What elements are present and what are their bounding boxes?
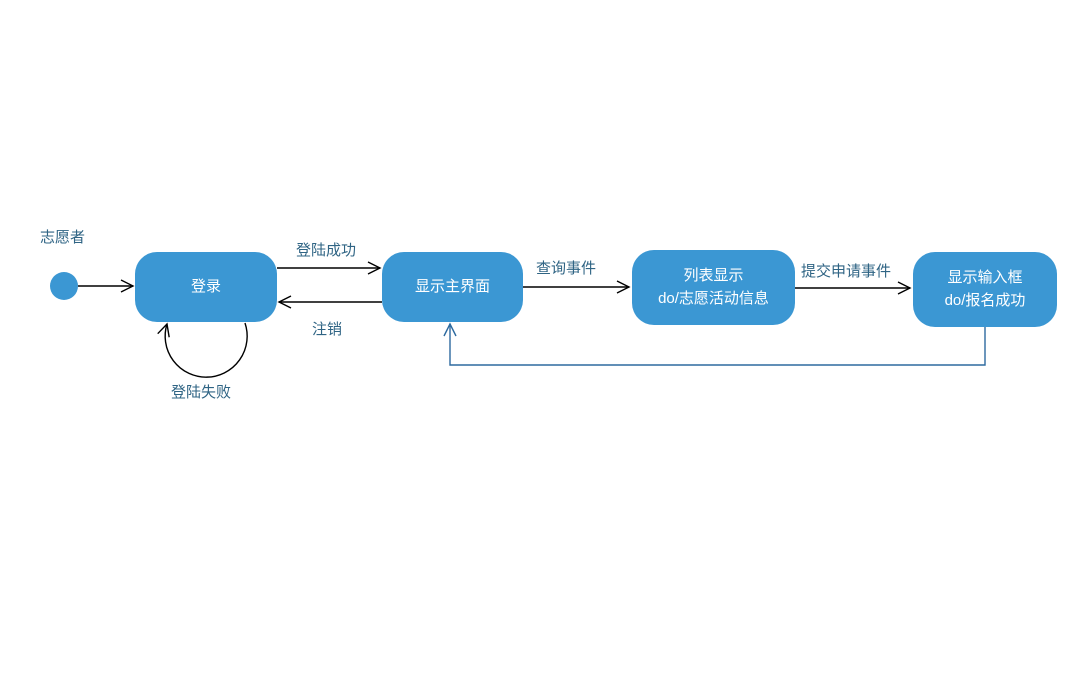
transition-label-query-event: 查询事件 [536, 260, 597, 277]
state-node-login[interactable]: 登录 [135, 252, 277, 322]
state-label-line2: do/志愿活动信息 [658, 289, 769, 307]
state-node-main-screen[interactable]: 显示主界面 [382, 252, 523, 322]
state-label: 显示主界面 [414, 277, 490, 295]
transition-label-login-success: 登陆成功 [296, 242, 357, 259]
transition-login-self-loop [157, 322, 248, 378]
initial-state-dot[interactable] [50, 272, 78, 300]
transition-label-logout: 注销 [312, 321, 343, 338]
transition-label-submit-apply-event: 提交申请事件 [801, 263, 892, 280]
state-node-input-box[interactable]: 显示输入框 do/报名成功 [913, 252, 1057, 327]
actor-label: 志愿者 [40, 229, 86, 246]
state-label-line1: 列表显示 [683, 267, 744, 284]
transition-input-return-to-main [443, 322, 986, 366]
state-label-line2: do/报名成功 [944, 291, 1026, 309]
transition-label-login-fail: 登陆失败 [171, 384, 232, 401]
state-label: 登录 [190, 277, 221, 295]
state-label-line1: 显示输入框 [947, 269, 1023, 286]
state-node-list-display[interactable]: 列表显示 do/志愿活动信息 [632, 250, 795, 325]
